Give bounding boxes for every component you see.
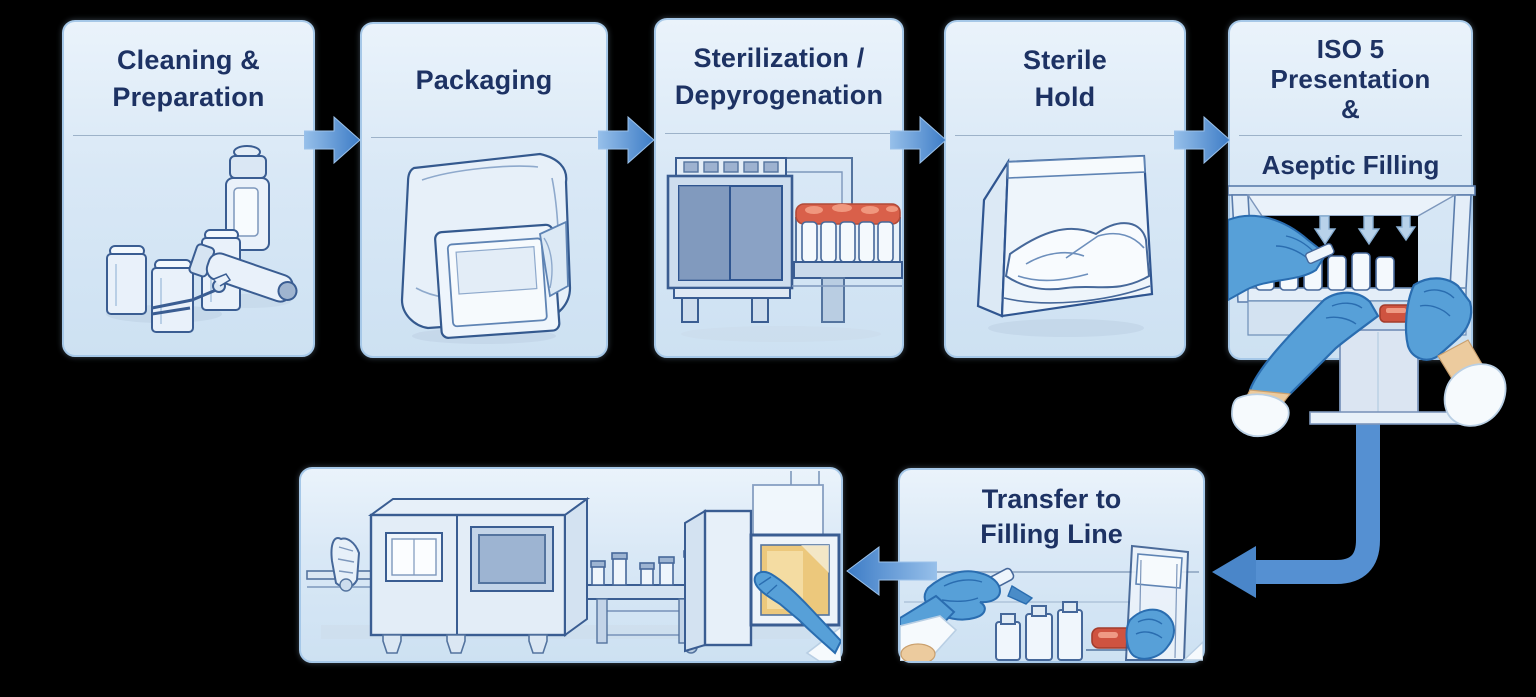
step-title: Sterile Hold bbox=[955, 22, 1175, 136]
step-card-sterilization-depyrogenation: Sterilization / Depyrogenation bbox=[654, 18, 904, 358]
filling-line-machines-illustration bbox=[306, 471, 841, 661]
gloved-hands-in-iso5-hood-illustration bbox=[1228, 185, 1507, 438]
step-title: Sterilization / Depyrogenation bbox=[665, 20, 893, 134]
filling-line-card bbox=[299, 467, 843, 663]
title-line: Presentation bbox=[1270, 63, 1431, 94]
title-line: Packaging bbox=[415, 65, 553, 95]
packaging-pouch-illustration bbox=[400, 152, 572, 344]
title-line: Preparation bbox=[112, 81, 265, 112]
flow-arrow-right-icon bbox=[890, 115, 946, 165]
depyrogenation-oven-and-vial-tray-illustration bbox=[666, 157, 903, 342]
elbow-connector-arrow-icon bbox=[1212, 364, 1380, 598]
step-title: Packaging bbox=[371, 24, 597, 138]
sealed-sterile-pouch-illustration bbox=[976, 154, 1154, 337]
title-line: Transfer to bbox=[981, 484, 1122, 514]
title-line: Sterile bbox=[1023, 44, 1107, 75]
flow-arrow-right-icon bbox=[598, 115, 654, 165]
step-title: Cleaning & Preparation bbox=[73, 22, 304, 136]
step-card-packaging: Packaging bbox=[360, 22, 608, 358]
title-line: & bbox=[1341, 93, 1360, 124]
step-subtitle: Aseptic Filling bbox=[1261, 149, 1440, 180]
title-line: Depyrogenation bbox=[674, 79, 884, 110]
vials-syringe-and-crimper-illustration bbox=[106, 145, 298, 333]
title-line: Filling Line bbox=[980, 519, 1123, 549]
flow-arrow-right-icon bbox=[304, 115, 360, 165]
title-line: Cleaning & bbox=[116, 44, 260, 75]
flow-arrow-left-icon bbox=[846, 546, 937, 596]
flow-arrow-right-icon bbox=[1174, 115, 1230, 165]
gloved-hands-transfer-illustration bbox=[900, 544, 1203, 661]
title-line: Hold bbox=[1034, 81, 1096, 112]
step-title: Transfer to Filling Line bbox=[900, 482, 1203, 552]
step-title: ISO 5 Presentation & bbox=[1239, 22, 1462, 136]
title-line: Sterilization / bbox=[693, 42, 865, 73]
title-line: ISO 5 bbox=[1316, 33, 1385, 64]
step-card-sterile-hold: Sterile Hold bbox=[944, 20, 1186, 358]
step-card-cleaning-preparation: Cleaning & Preparation bbox=[62, 20, 315, 357]
step-card-transfer-to-filling-line: Transfer to Filling Line bbox=[898, 468, 1205, 663]
